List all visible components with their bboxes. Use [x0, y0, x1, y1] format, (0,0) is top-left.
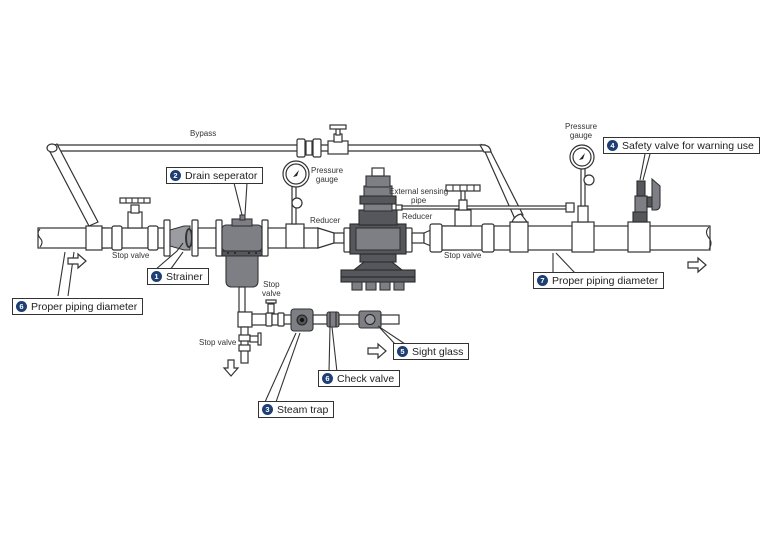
callout-sight-glass: 5 Sight glass	[393, 343, 470, 360]
pressure-gauge-outlet	[569, 144, 595, 223]
upstream-pipe	[267, 223, 345, 249]
pressure-gauge-outlet-label: Pressure gauge	[565, 122, 597, 140]
label-line: Pressure	[565, 122, 598, 131]
label-line: pipe	[411, 196, 427, 205]
callout-number-badge: 4	[607, 140, 618, 151]
callout-number-badge: 6	[322, 373, 333, 384]
callout-number-badge: 7	[537, 275, 548, 286]
leader-lines	[57, 153, 651, 403]
stop-valve-inlet-label: Stop valve	[112, 251, 150, 260]
callout-text: Safety valve for warning use	[622, 139, 754, 152]
callout-outlet-piping: 7 Proper piping diameter	[533, 272, 665, 289]
callout-number-badge: 2	[170, 170, 181, 181]
bypass-label: Bypass	[190, 129, 217, 138]
callout-drain-separator: 2 Drain seperator	[166, 167, 264, 184]
inlet-pipe	[37, 197, 171, 257]
safety-valve	[632, 177, 661, 223]
label-line: External sensing	[389, 187, 449, 196]
callout-number-badge: 6	[16, 301, 27, 312]
callout-text: Proper piping diameter	[31, 300, 138, 313]
stop-valve-inlet	[111, 197, 159, 251]
label-line: Pressure	[311, 166, 344, 175]
callout-text: Sight glass	[412, 345, 464, 358]
outlet-flow-arrow	[687, 256, 707, 274]
reducer-1-label: Reducer	[310, 216, 341, 225]
callout-text: Drain seperator	[185, 169, 258, 182]
stop-valve-outlet	[429, 184, 495, 253]
drain-separator	[221, 214, 263, 313]
callout-text: Strainer	[166, 270, 203, 283]
callout-text: Steam trap	[277, 403, 329, 416]
callout-check-valve: 6 Check valve	[318, 370, 401, 387]
pressure-gauge-inlet	[282, 160, 310, 225]
callout-text: Check valve	[337, 372, 395, 385]
label-line: valve	[262, 289, 281, 298]
label-line: Stop	[263, 280, 280, 289]
drain-flow-arrow	[222, 359, 240, 377]
pressure-reducing-valve	[340, 167, 416, 291]
inlet-flow-arrow	[67, 252, 87, 270]
reducer-2-label: Reducer	[402, 212, 433, 221]
outlet-pipe	[493, 213, 712, 253]
drain-branch	[237, 299, 400, 364]
callout-inlet-piping: 6 Proper piping diameter	[12, 298, 144, 315]
stop-valve-outlet-label: Stop valve	[444, 251, 482, 260]
callout-strainer: 1 Strainer	[147, 268, 209, 285]
external-sensing-pipe-label: External sensing pipe	[389, 187, 448, 205]
callout-steam-trap: 3 Steam trap	[258, 401, 335, 418]
flow-arrows	[67, 252, 707, 377]
stop-valve-drain-top-label: Stop valve	[262, 280, 281, 298]
stop-valve-drain-bottom-label: Stop valve	[199, 338, 237, 347]
sight-glass-flow-arrow	[367, 342, 387, 360]
callout-text: Proper piping diameter	[552, 274, 659, 287]
callout-number-badge: 5	[397, 346, 408, 357]
label-line: gauge	[569, 131, 593, 140]
bypass-line	[46, 124, 524, 227]
pressure-gauge-inlet-label: Pressure gauge	[311, 166, 343, 184]
callout-number-badge: 1	[151, 271, 162, 282]
callout-number-badge: 3	[262, 404, 273, 415]
strainer	[169, 225, 193, 251]
callout-safety-valve: 4 Safety valve for warning use	[603, 137, 760, 154]
external-sensing-pipe	[395, 202, 575, 213]
bypass-valve	[327, 124, 349, 155]
label-line: gauge	[315, 175, 339, 184]
